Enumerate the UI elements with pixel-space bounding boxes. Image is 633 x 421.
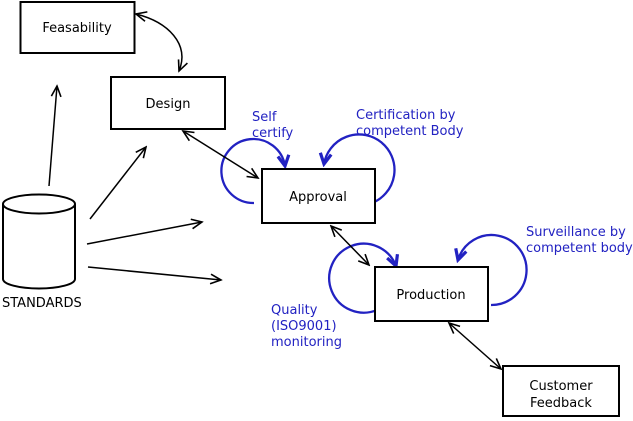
node-production-label: Production bbox=[396, 288, 465, 303]
node-feasability-label: Feasability bbox=[42, 21, 112, 36]
edge-standards-to-approval bbox=[86, 222, 202, 245]
annotation-self-certify-line2: certify bbox=[252, 126, 294, 141]
node-approval-box bbox=[261, 168, 376, 224]
node-standards-cylinder bbox=[2, 193, 76, 290]
annotation-surveillance-line2: competent body bbox=[526, 241, 633, 256]
node-approval-label: Approval bbox=[289, 190, 347, 205]
edge-standards-to-feasability bbox=[48, 86, 57, 187]
node-production-box bbox=[374, 266, 489, 322]
annotation-certification-line1: Certification by bbox=[356, 108, 456, 123]
edge-feasability-design bbox=[136, 14, 182, 71]
cylinder-body bbox=[2, 204, 76, 290]
annotation-self-certify-line1: Self bbox=[252, 110, 277, 125]
annotation-quality-line3: monitoring bbox=[271, 335, 342, 350]
node-design-box bbox=[110, 76, 226, 130]
annotation-quality-line1: Quality bbox=[271, 303, 318, 318]
loop-surveillance-competent-body bbox=[458, 233, 528, 307]
edge-standards-to-design bbox=[89, 147, 146, 220]
edge-design-approval bbox=[183, 131, 258, 178]
annotation-certification-line2: competent Body bbox=[356, 124, 464, 139]
edge-approval-production bbox=[331, 226, 369, 265]
node-design-label: Design bbox=[146, 97, 191, 112]
cylinder-top bbox=[2, 193, 76, 215]
edge-production-customer-feedback bbox=[449, 323, 501, 369]
node-customer-feedback-box bbox=[502, 365, 620, 417]
node-standards-label: STANDARDS bbox=[2, 296, 82, 311]
annotation-quality-line2: (ISO9001) bbox=[271, 319, 337, 334]
annotation-surveillance-line1: Surveillance by bbox=[526, 225, 626, 240]
node-customer-feedback-label-line2: Feedback bbox=[530, 396, 592, 411]
node-feasability-box bbox=[19, 1, 136, 54]
node-customer-feedback-label-line1: Customer bbox=[529, 379, 593, 394]
loop-certification-competent-body bbox=[324, 133, 396, 205]
edge-standards-to-production bbox=[87, 266, 221, 280]
